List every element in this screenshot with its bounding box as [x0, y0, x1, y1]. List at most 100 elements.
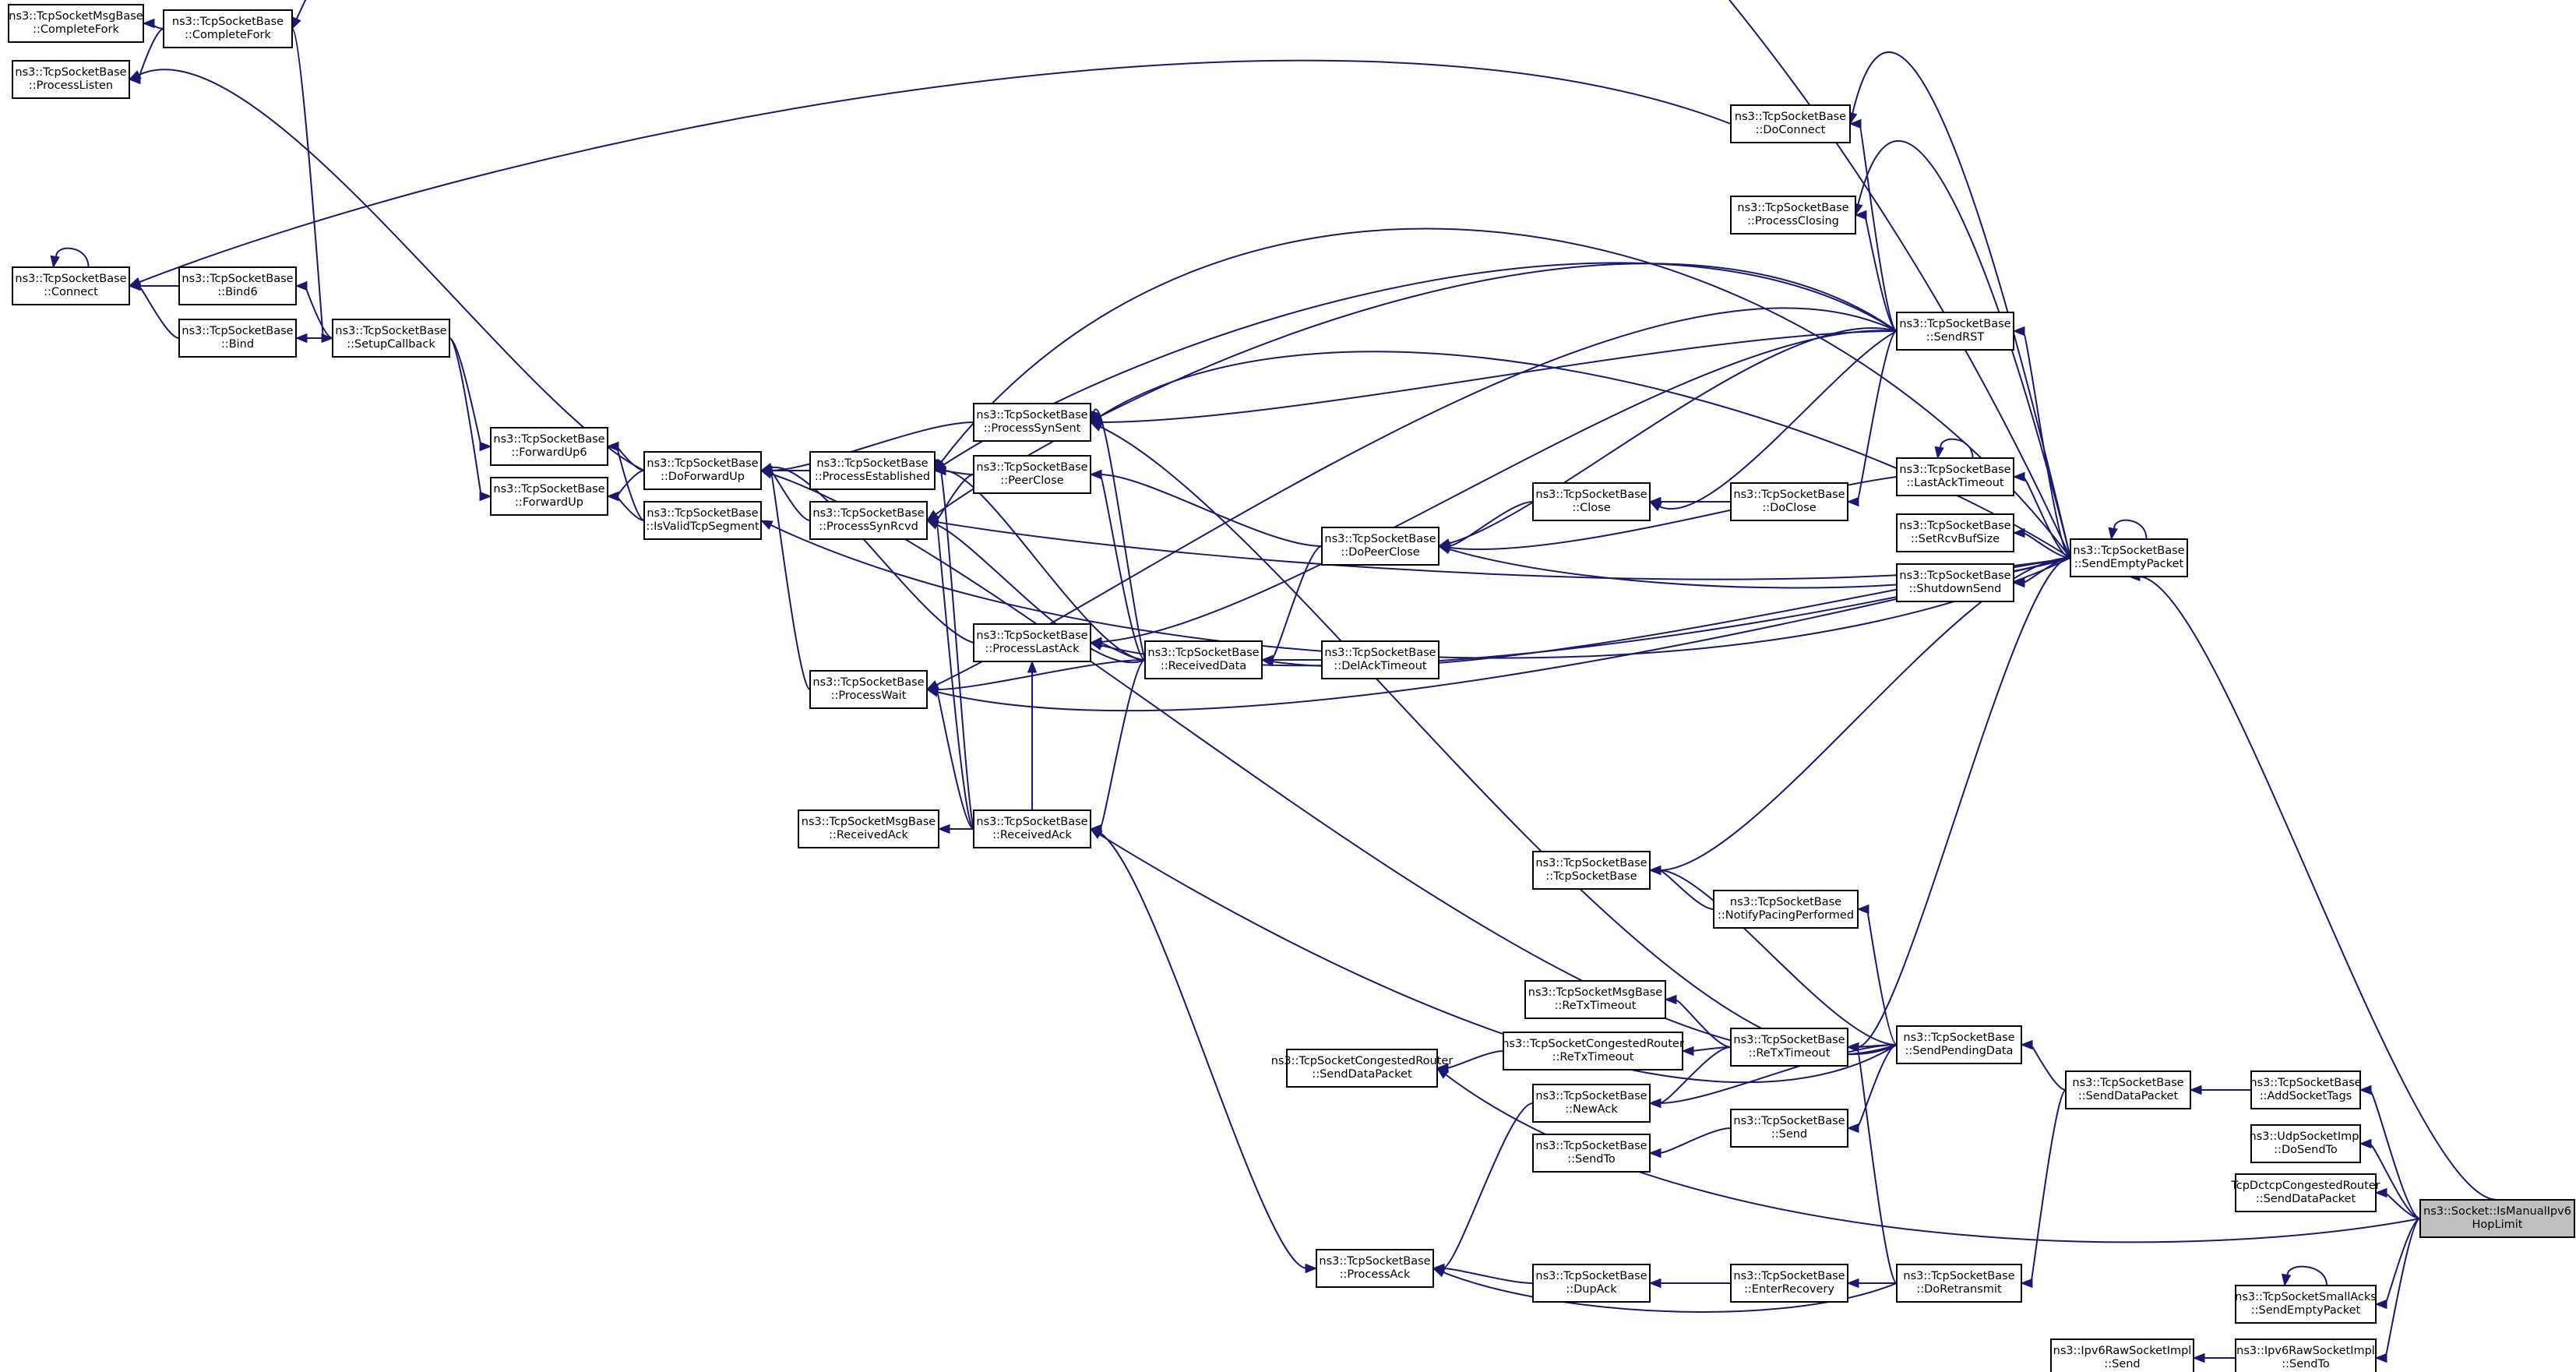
node-label: ::SendDataPacket [2078, 1090, 2179, 1102]
node-doclose[interactable]: ns3::TcpSocketBase::DoClose [1730, 482, 1848, 521]
node-doconnect[interactable]: ns3::TcpSocketBase::DoConnect [1730, 104, 1851, 143]
node-senddata[interactable]: ns3::TcpSocketBase::SendDataPacket [2065, 1070, 2191, 1109]
edge-arrowhead [1260, 654, 1274, 665]
node-setupcb[interactable]: ns3::TcpSocketBase::SetupCallback [332, 319, 450, 358]
node-label: ::NotifyPacingPerformed [1718, 909, 1854, 922]
node-udpsend[interactable]: ns3::UdpSocketImpl::DoSendTo [2250, 1124, 2363, 1163]
node-doppeerclose[interactable]: ns3::TcpSocketBase::DoPeerClose [1321, 527, 1440, 566]
edge-line [615, 446, 645, 471]
node-box [163, 9, 293, 48]
edge-setupcb-to-forwardup6 [449, 337, 492, 452]
edge-arrowhead [50, 255, 60, 269]
node-box [1532, 482, 1651, 521]
node-processestab[interactable]: ns3::TcpSocketBase::ProcessEstablished [809, 451, 936, 490]
edge-line [1866, 908, 1898, 1046]
node-label: ns3::TcpSocketBase [976, 461, 1087, 474]
node-forwardup6[interactable]: ns3::TcpSocketBase::ForwardUp6 [490, 427, 608, 466]
node-addtags[interactable]: ns3::TcpSocketBase::AddSocketTags [2250, 1070, 2362, 1109]
node-send[interactable]: ns3::TcpSocketBase::Send [1730, 1109, 1848, 1148]
node-processwait[interactable]: ns3::TcpSocketBase::ProcessWait [809, 670, 928, 709]
node-processsynsent[interactable]: ns3::TcpSocketBase::ProcessSynSent [973, 403, 1091, 442]
edge-isvalid-to-forwardup [606, 491, 645, 521]
node-sendto[interactable]: ns3::TcpSocketBase::SendTo [1532, 1134, 1651, 1173]
node-receiveddata[interactable]: ns3::TcpSocketBase::ReceivedData [1144, 640, 1263, 679]
edge-line [1099, 330, 1898, 423]
node-msgcompletefork[interactable]: ns3::TcpSocketMsgBase::CompleteFork [8, 4, 144, 43]
node-newack[interactable]: ns3::TcpSocketBase::NewAck [1532, 1084, 1651, 1123]
node-setrcvbuf[interactable]: ns3::TcpSocketBase::SetRcvBufSize [1896, 513, 2014, 552]
node-box [973, 623, 1091, 662]
node-box [8, 4, 144, 43]
node-label: ::DoSendTo [2274, 1144, 2338, 1156]
node-congretx[interactable]: ns3::TcpSocketCongestedRouter::ReTxTimeo… [1502, 1032, 1684, 1070]
edge-newack-to-processack [1432, 1102, 1534, 1274]
node-sendpending[interactable]: ns3::TcpSocketBase::SendPendingData [1896, 1025, 2022, 1064]
node-receivedack[interactable]: ns3::TcpSocketBase::ReceivedAck [973, 809, 1091, 848]
node-box [2070, 538, 2188, 577]
node-label: ns3::TcpSocketBase [1535, 1090, 1647, 1102]
node-label: ::SendTo [2282, 1358, 2330, 1370]
node-close[interactable]: ns3::TcpSocketBase::Close [1532, 482, 1651, 521]
edge-root-to-udpsend [2359, 1138, 2421, 1219]
node-label: ::DupAck [1566, 1283, 1617, 1296]
node-label: ::ReTxTimeout [1555, 1000, 1637, 1012]
node-smallacks[interactable]: ns3::TcpSocketSmallAcks::SendEmptyPacket [2235, 1285, 2377, 1324]
node-connect[interactable]: ns3::TcpSocketBase::Connect [12, 266, 130, 305]
node-box [2419, 1199, 2575, 1238]
edge-doforwardup-to-processlisten [128, 69, 645, 471]
node-isvalid[interactable]: ns3::TcpSocketBase::IsValidTcpSegment [643, 501, 762, 540]
node-processlisten[interactable]: ns3::TcpSocketBase::ProcessListen [12, 60, 130, 99]
edge-arrowhead [1848, 118, 1862, 129]
node-peerclose[interactable]: ns3::TcpSocketBase::PeerClose [973, 455, 1091, 494]
node-box [809, 501, 928, 540]
node-box [1503, 1032, 1683, 1070]
node-label: ns3::TcpSocketBase [1733, 1270, 1845, 1282]
node-forwardup[interactable]: ns3::TcpSocketBase::ForwardUp [490, 477, 608, 516]
edge-line [1864, 214, 1898, 332]
edge-root-to-ipv6sendto [2374, 1218, 2421, 1363]
node-processsynrcvd[interactable]: ns3::TcpSocketBase::ProcessSynRcvd [809, 501, 928, 540]
node-bind[interactable]: ns3::TcpSocketBase::Bind [178, 319, 297, 358]
edge-line [943, 470, 974, 475]
node-msgretx[interactable]: ns3::TcpSocketMsgBase::ReTxTimeout [1524, 980, 1666, 1019]
node-retx[interactable]: ns3::TcpSocketBase::ReTxTimeout [1730, 1028, 1848, 1067]
edge-arrowhead [128, 70, 142, 80]
node-label: ::ProcessListen [29, 79, 113, 92]
node-congsend[interactable]: ns3::TcpSocketCongestedRouter::SendDataP… [1271, 1049, 1454, 1088]
edge-line [939, 227, 2071, 559]
node-sendempty[interactable]: ns3::TcpSocketBase::SendEmptyPacket [2070, 538, 2188, 577]
node-completefork[interactable]: ns3::TcpSocketBase::CompleteFork [163, 9, 293, 48]
node-ipv6sendto[interactable]: ns3::Ipv6RawSocketImpl::SendTo [2235, 1338, 2377, 1372]
node-shutdownsend[interactable]: ns3::TcpSocketBase::ShutdownSend [1896, 563, 2014, 602]
node-label: ns3::TcpSocketBase [181, 325, 293, 337]
edge-receivedack-to-processack [1090, 828, 1318, 1274]
node-doforwardup[interactable]: ns3::TcpSocketBase::DoForwardUp [643, 451, 762, 490]
edge-doclose-to-close [1648, 496, 1731, 507]
node-dctcp[interactable]: TcpDctcpCongestedRouter::SendDataPacket [2230, 1173, 2380, 1212]
node-label: ns3::TcpSocketBase [1899, 520, 2010, 532]
node-tcpsocketbase[interactable]: ns3::TcpSocketBase::TcpSocketBase [1532, 851, 1651, 890]
node-processlastack[interactable]: ns3::TcpSocketBase::ProcessLastAck [973, 623, 1091, 662]
node-lastacktimeout[interactable]: ns3::TcpSocketBase::LastAckTimeout [1896, 457, 2014, 496]
node-dupack[interactable]: ns3::TcpSocketBase::DupAck [1532, 1264, 1651, 1303]
node-box [1316, 1249, 1434, 1288]
node-sendrst[interactable]: ns3::TcpSocketBase::SendRST [1896, 312, 2014, 351]
graph-nodes: ns3::Socket::IsManualIpv6HopLimitns3::Tc… [8, 4, 2575, 1372]
edge-line [1658, 869, 1898, 1046]
node-msgrecvack[interactable]: ns3::TcpSocketMsgBase::ReceivedAck [798, 809, 939, 848]
node-processack[interactable]: ns3::TcpSocketBase::ProcessAck [1316, 1249, 1434, 1288]
edge-line [2137, 576, 2498, 1201]
node-doretrans[interactable]: ns3::TcpSocketBase::DoRetransmit [1896, 1264, 2022, 1303]
edge-sendempty-to-setrcvbuf [2012, 527, 2071, 559]
edge-arrowhead [1089, 637, 1102, 648]
edge-line [1940, 438, 1974, 459]
node-delacktimeout[interactable]: ns3::TcpSocketBase::DelAckTimeout [1321, 640, 1440, 679]
node-bind6[interactable]: ns3::TcpSocketBase::Bind6 [178, 266, 297, 305]
node-enterrecovery[interactable]: ns3::TcpSocketBase::EnterRecovery [1730, 1264, 1848, 1303]
node-processclosing[interactable]: ns3::TcpSocketBase::ProcessClosing [1730, 196, 1856, 235]
node-ipv6send[interactable]: ns3::Ipv6RawSocketImpl::Send [2050, 1338, 2194, 1372]
node-notifypacing[interactable]: ns3::TcpSocketBase::NotifyPacingPerforme… [1713, 890, 1859, 929]
node-label: ::EnterRecovery [1744, 1283, 1834, 1296]
edge-line [2022, 330, 2071, 559]
